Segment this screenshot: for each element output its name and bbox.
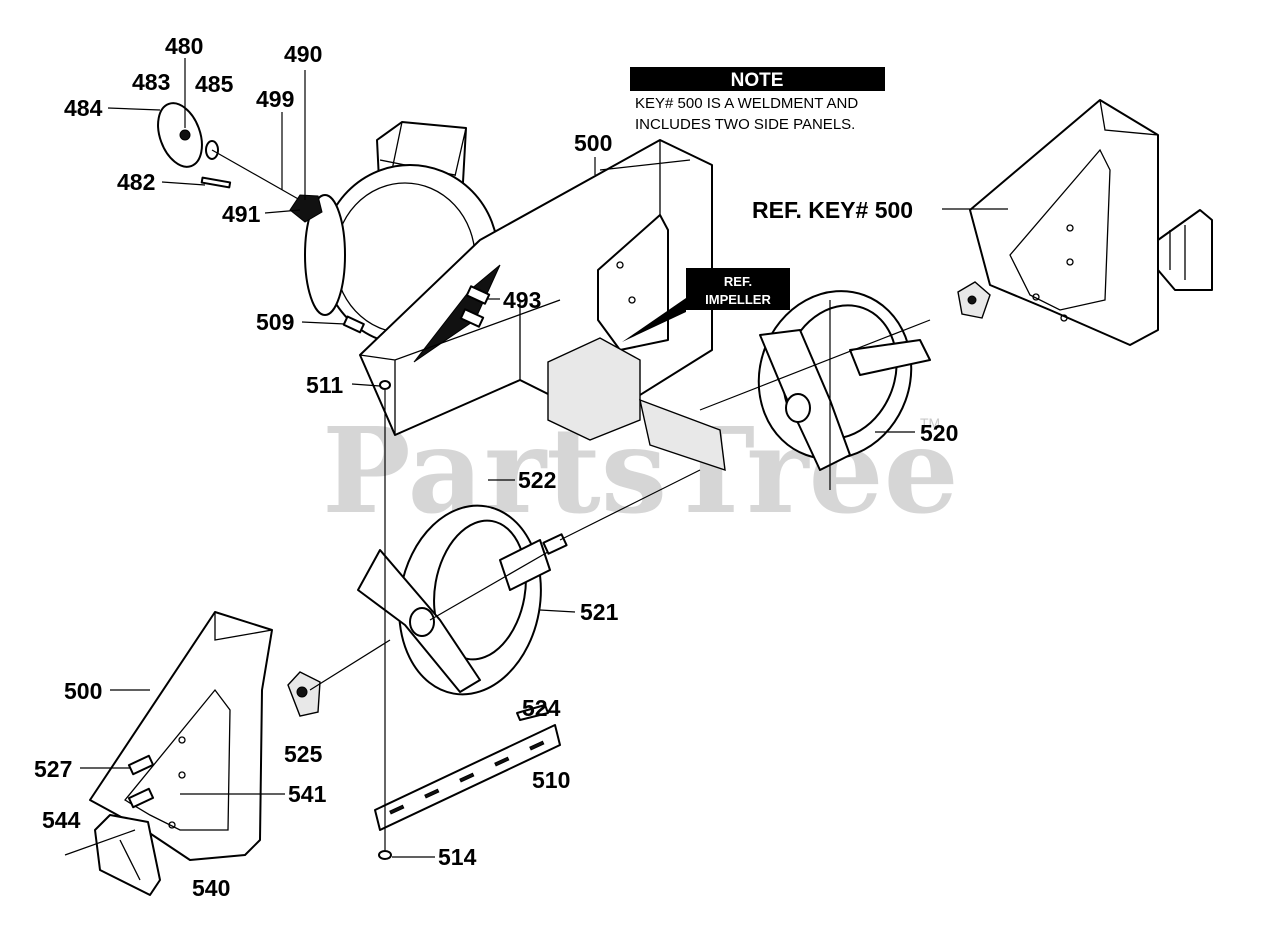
leader-lines [80, 58, 1008, 858]
gearbox [547, 337, 641, 441]
bearing-assembly [157, 102, 323, 223]
label-482: 482 [117, 169, 155, 195]
auger-520 [699, 290, 931, 490]
label-491: 491 [222, 201, 261, 227]
key-482 [200, 176, 232, 189]
note-box: NOTE KEY# 500 IS A WELDMENT AND INCLUDES… [630, 67, 885, 133]
label-527: 527 [34, 756, 72, 782]
housing-side-window [597, 214, 669, 351]
flange-491 [289, 194, 323, 223]
label-541: 541 [288, 781, 327, 807]
label-514: 514 [438, 844, 477, 870]
scraper-bar [374, 380, 561, 860]
note-line-1: KEY# 500 IS A WELDMENT AND [635, 95, 858, 112]
label-521: 521 [580, 599, 619, 625]
label-493: 493 [503, 287, 541, 313]
label-500-top: 500 [574, 130, 612, 156]
ref-impeller-callout: REF. IMPELLER [622, 268, 790, 342]
label-524: 524 [522, 695, 561, 721]
label-483: 483 [132, 69, 170, 95]
watermark-trademark: TM [920, 415, 940, 431]
label-511: 511 [306, 372, 343, 398]
label-520: 520 [920, 420, 958, 446]
ref-impeller-line-2: IMPELLER [705, 292, 771, 307]
label-499: 499 [256, 86, 294, 112]
note-line-2: INCLUDES TWO SIDE PANELS. [635, 116, 855, 133]
label-485: 485 [195, 71, 234, 97]
note-title: NOTE [731, 70, 784, 91]
bolt-541 [127, 787, 155, 809]
label-500-left: 500 [64, 678, 102, 704]
label-484: 484 [64, 95, 103, 121]
note-title-bar [630, 67, 885, 91]
housing-rear-plate [304, 194, 346, 316]
right-side-panel [957, 99, 1213, 346]
left-side-panel [64, 611, 391, 896]
bolt-509 [342, 315, 365, 334]
shave-plate-524 [516, 704, 549, 721]
auger-520-hub [785, 393, 811, 423]
bolt-493a [465, 285, 491, 305]
right-panel-outer [969, 99, 1159, 346]
label-544: 544 [42, 807, 81, 833]
bolt-527 [127, 754, 155, 776]
ref-impeller-box [686, 268, 790, 310]
bolt-511 [379, 380, 391, 390]
bolt-493b [459, 308, 485, 328]
label-522: 522 [518, 467, 556, 493]
bolts [342, 285, 491, 334]
nut-514 [378, 850, 392, 860]
label-509: 509 [256, 309, 294, 335]
label-490: 490 [284, 41, 322, 67]
label-480: 480 [165, 33, 203, 59]
auger-housing [304, 121, 726, 472]
ref-impeller-line-1: REF. [724, 274, 752, 289]
auger-521-hub [409, 607, 435, 637]
label-510: 510 [532, 767, 570, 793]
part-labels: 480 483 485 484 490 499 482 491 500 REF.… [34, 33, 958, 901]
gearbox-shaft-housing [639, 398, 726, 472]
label-540: 540 [192, 875, 230, 901]
label-525: 525 [284, 741, 323, 767]
label-ref-key-500: REF. KEY# 500 [752, 197, 913, 223]
auger-521 [357, 469, 701, 696]
